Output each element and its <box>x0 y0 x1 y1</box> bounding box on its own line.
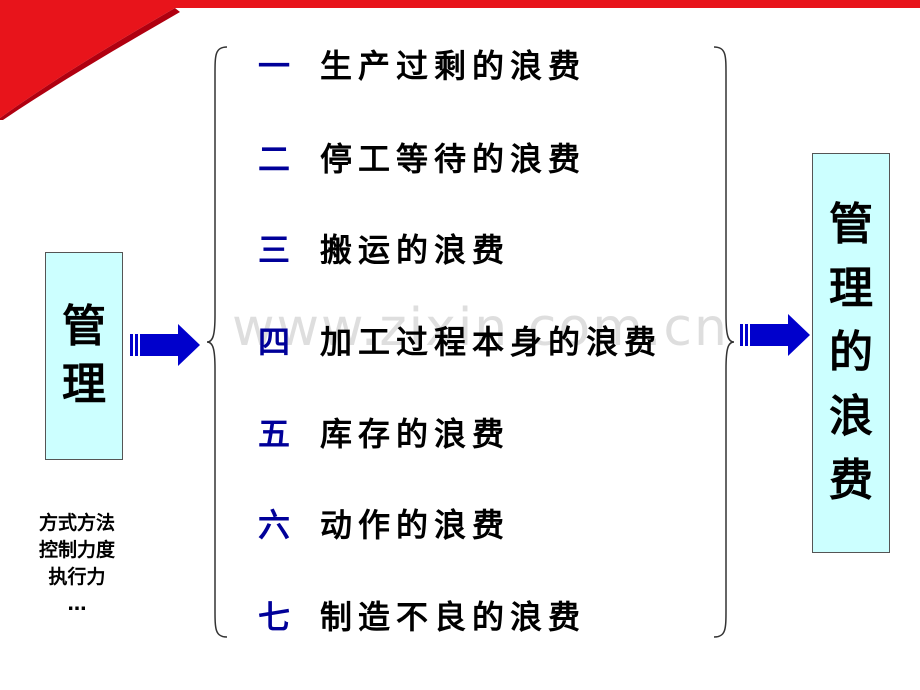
item-numeral: 六 <box>258 506 291 544</box>
waste-char: 浪 <box>829 391 873 442</box>
left-arrow-icon <box>130 324 200 366</box>
list-item: 一 生产过剩的浪费 <box>258 42 586 86</box>
waste-char: 理 <box>829 263 873 314</box>
corner-decoration <box>0 0 920 120</box>
item-text: 制造不良的浪费 <box>320 598 587 636</box>
item-numeral: 二 <box>258 140 291 178</box>
item-numeral: 一 <box>258 47 291 85</box>
waste-char: 费 <box>829 455 873 506</box>
management-box: 管 理 <box>45 252 123 460</box>
item-text: 停工等待的浪费 <box>320 140 587 178</box>
item-text: 搬运的浪费 <box>320 231 511 269</box>
item-numeral: 七 <box>258 598 291 636</box>
item-numeral: 三 <box>258 231 291 269</box>
list-item: 七 制造不良的浪费 <box>258 593 586 637</box>
note-line: 方式方法 <box>38 512 115 534</box>
list-item: 六 动作的浪费 <box>258 501 510 545</box>
waste-char: 管 <box>829 199 873 250</box>
management-waste-box: 管 理 的 浪 费 <box>812 153 890 553</box>
note-line: 控制力度 <box>38 539 115 561</box>
management-char: 管 <box>62 301 106 352</box>
item-text: 动作的浪费 <box>320 506 511 544</box>
left-brace-icon <box>206 46 228 638</box>
list-item: 二 停工等待的浪费 <box>258 135 586 179</box>
item-numeral: 五 <box>258 415 291 453</box>
list-item: 五 库存的浪费 <box>258 410 510 454</box>
item-numeral: 四 <box>258 323 291 361</box>
item-text: 库存的浪费 <box>320 415 511 453</box>
note-line: … <box>67 593 87 615</box>
item-text: 生产过剩的浪费 <box>320 47 587 85</box>
item-text: 加工过程本身的浪费 <box>320 323 663 361</box>
list-item: 三 搬运的浪费 <box>258 226 510 270</box>
note-line: 执行力 <box>48 566 106 588</box>
management-char: 理 <box>62 359 106 410</box>
watermark: www.zixin.com.cn <box>232 298 729 358</box>
notes-block: 方式方法 控制力度 执行力 … <box>22 510 132 618</box>
waste-char: 的 <box>829 327 873 378</box>
list-item: 四 加工过程本身的浪费 <box>258 318 662 362</box>
right-brace-icon <box>713 46 735 638</box>
right-arrow-icon <box>740 314 810 356</box>
